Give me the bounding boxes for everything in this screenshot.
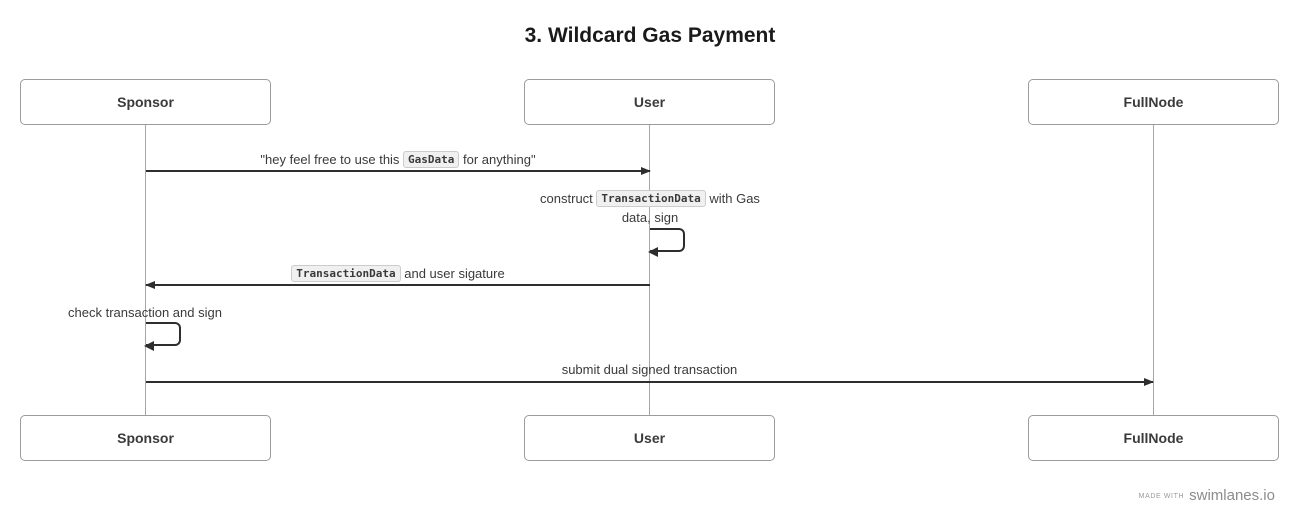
message-text: check transaction and sign <box>68 305 222 320</box>
lifeline-fullnode <box>1153 125 1154 415</box>
lifeline-user <box>649 125 650 415</box>
actor-box-sponsor-bottom: Sponsor <box>20 415 271 461</box>
actor-box-fullnode-bottom: FullNode <box>1028 415 1279 461</box>
actor-label-fullnode-top: FullNode <box>1123 94 1184 110</box>
message-label-transactiondata-signature: TransactionData and user sigature <box>146 264 650 283</box>
message-label-submit-transaction: submit dual signed transaction <box>146 360 1153 379</box>
swimlanes-brand-link[interactable]: swimlanes.io <box>1189 487 1275 504</box>
code-chip-transactiondata: TransactionData <box>291 265 401 282</box>
message-text: for anything" <box>459 152 536 167</box>
actor-label-sponsor-bottom: Sponsor <box>117 430 174 446</box>
code-chip-transactiondata: TransactionData <box>596 190 706 207</box>
actor-box-user-top: User <box>524 79 775 125</box>
actor-box-user-bottom: User <box>524 415 775 461</box>
self-loop-arrow-sponsor <box>144 322 181 351</box>
actor-box-sponsor-top: Sponsor <box>20 79 271 125</box>
message-text: construct <box>540 191 597 206</box>
made-with-label: made with <box>1138 493 1185 500</box>
message-arrow-sponsor-to-fullnode <box>146 378 1154 386</box>
actor-box-fullnode-top: FullNode <box>1028 79 1279 125</box>
arrowhead-right-icon <box>641 167 651 175</box>
lifeline-sponsor <box>145 125 146 415</box>
actor-label-fullnode-bottom: FullNode <box>1123 430 1184 446</box>
arrowhead-left-icon <box>144 341 154 351</box>
message-text: submit dual signed transaction <box>561 362 738 377</box>
actor-label-user-top: User <box>633 94 666 110</box>
arrowhead-right-icon <box>1144 378 1154 386</box>
arrowhead-left-icon <box>648 247 658 257</box>
message-text: with Gas data, sign <box>621 191 760 225</box>
message-text: "hey feel free to use this <box>260 152 404 167</box>
footer-attribution: made with swimlanes.io <box>1139 487 1275 505</box>
message-arrow-sponsor-to-user <box>146 167 651 175</box>
message-text: and user sigature <box>400 266 505 281</box>
message-arrow-user-to-sponsor <box>145 281 650 289</box>
message-label-construct-transactiondata: construct TransactionData with Gas data,… <box>525 189 775 227</box>
actor-label-sponsor-top: Sponsor <box>117 94 174 110</box>
actor-label-user-bottom: User <box>633 430 666 446</box>
self-loop-arrow-user <box>648 228 685 257</box>
message-label-check-transaction: check transaction and sign <box>25 303 265 322</box>
diagram-title: 3. Wildcard Gas Payment <box>524 24 776 47</box>
message-label-gasdata-offer: "hey feel free to use this GasData for a… <box>146 150 650 169</box>
arrowhead-left-icon <box>145 281 155 289</box>
code-chip-gasdata: GasData <box>403 151 460 168</box>
